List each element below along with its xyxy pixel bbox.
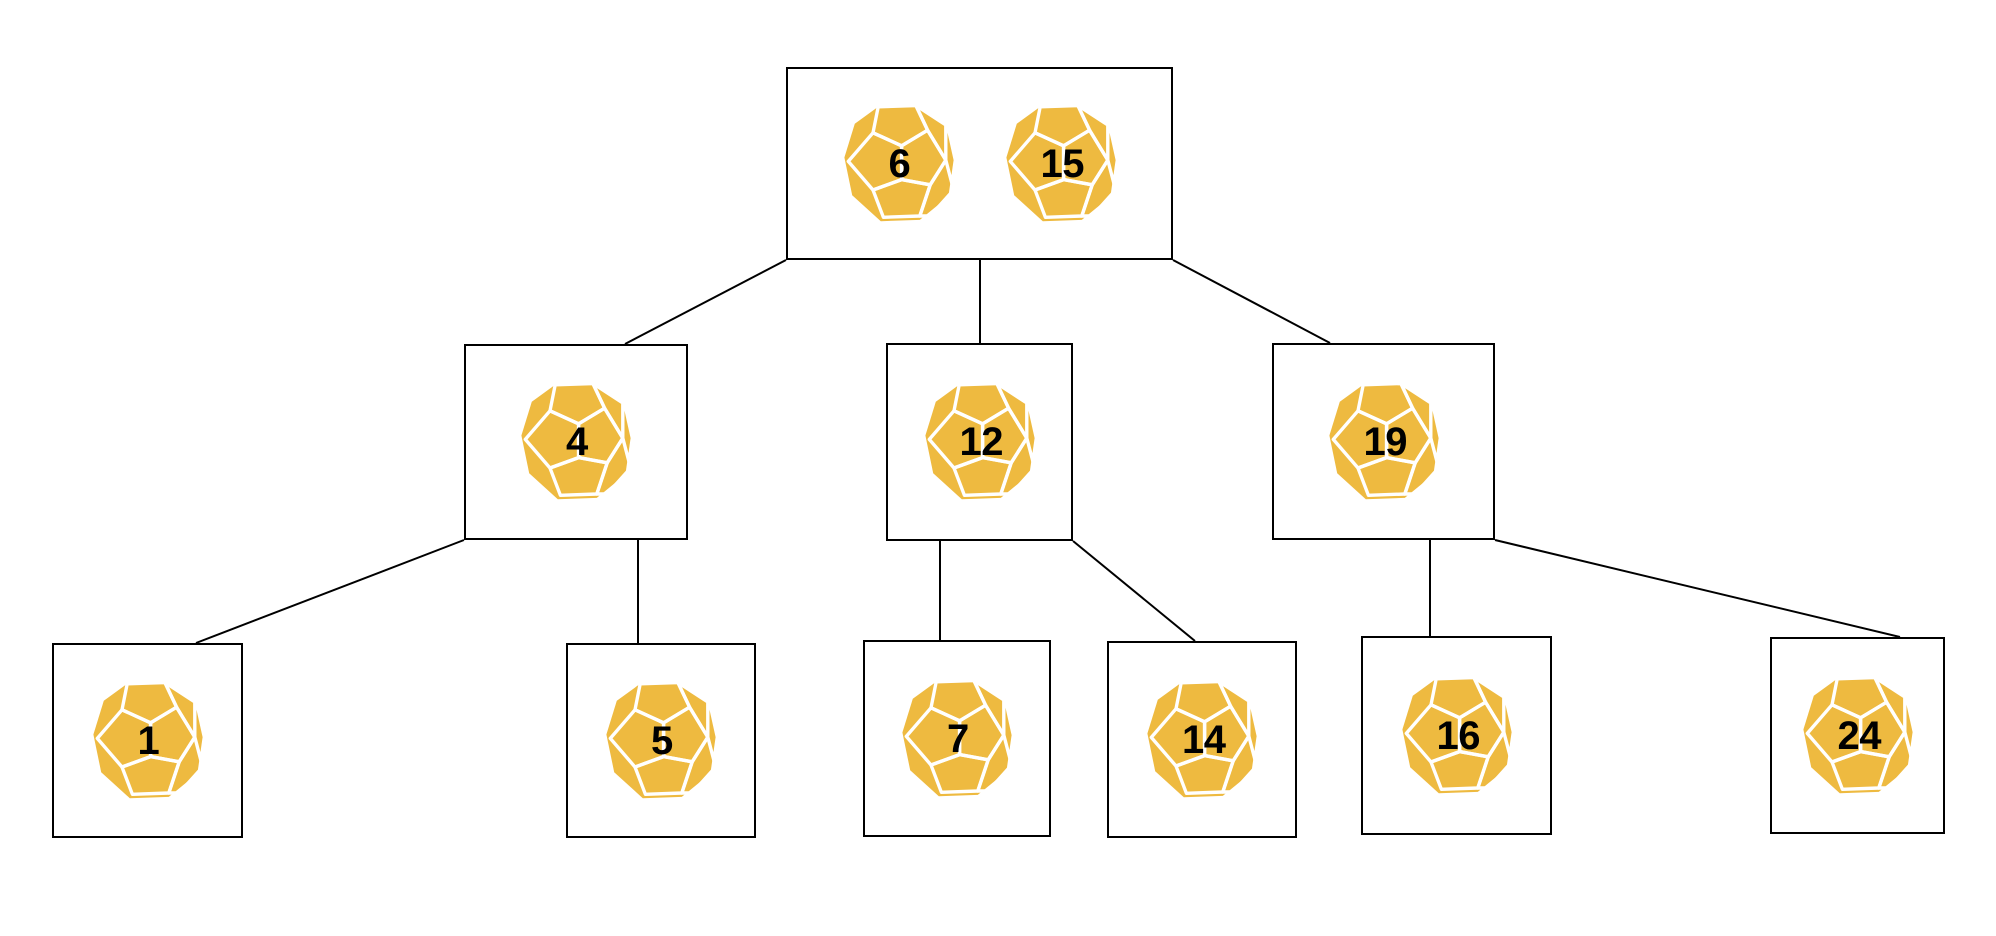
edge-n19-n24 [1494, 539, 1901, 638]
dodecahedron-icon: 7 [892, 674, 1022, 804]
dodecahedron-icon: 24 [1793, 671, 1923, 801]
edge-root-n4 [624, 259, 787, 345]
dodecahedron-icon: 15 [996, 99, 1126, 229]
dodecahedron-icon: 6 [834, 99, 964, 229]
node-box-n12[interactable]: 12 [886, 343, 1073, 541]
node-box-n5[interactable]: 5 [566, 643, 756, 838]
dodecahedron-icon: 1 [83, 676, 213, 806]
edge-n4-n1 [195, 539, 465, 644]
dodecahedron-icon: 19 [1319, 377, 1449, 507]
node-box-n7[interactable]: 7 [863, 640, 1051, 837]
dodecahedron-icon: 5 [596, 676, 726, 806]
node-box-n14[interactable]: 14 [1107, 641, 1297, 838]
node-box-n4[interactable]: 4 [464, 344, 688, 540]
node-box-n19[interactable]: 19 [1272, 343, 1495, 540]
dodecahedron-icon: 14 [1137, 675, 1267, 805]
node-box-n16[interactable]: 16 [1361, 636, 1552, 835]
edge-n12-n14 [1072, 540, 1196, 642]
dodecahedron-icon: 4 [511, 377, 641, 507]
node-box-n1[interactable]: 1 [52, 643, 243, 838]
node-box-n24[interactable]: 24 [1770, 637, 1945, 834]
node-box-root[interactable]: 615 [786, 67, 1173, 260]
edge-root-n19 [1172, 259, 1331, 344]
dodecahedron-icon: 12 [915, 377, 1045, 507]
dodecahedron-icon: 16 [1392, 671, 1522, 801]
